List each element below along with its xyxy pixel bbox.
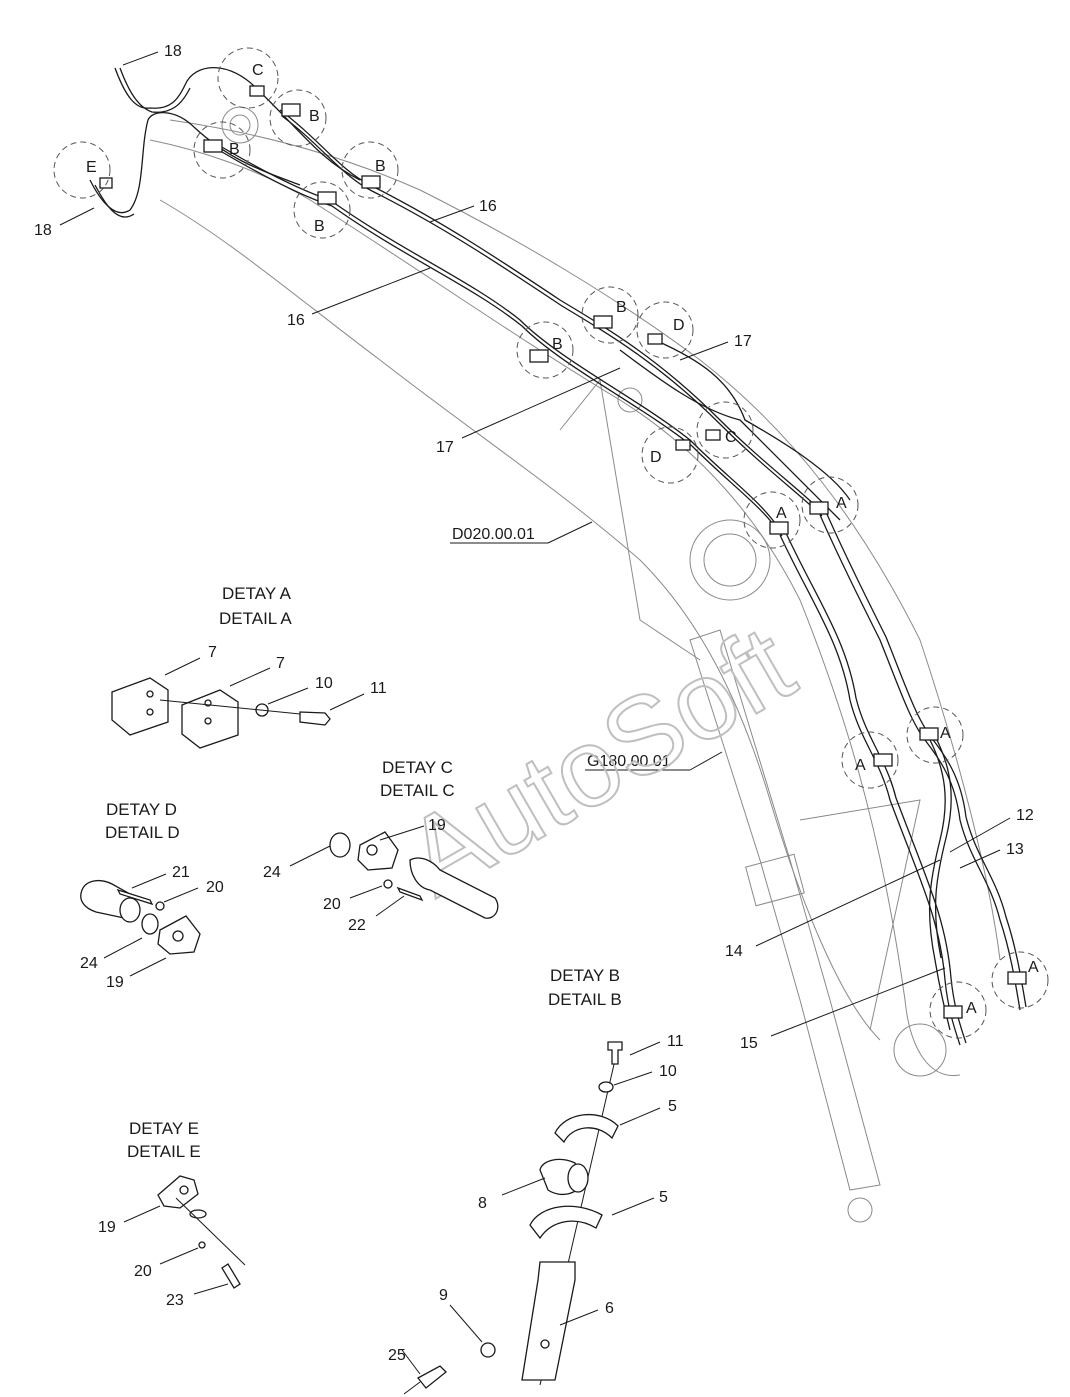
callout-23: 23 <box>166 1292 184 1309</box>
detail-marker-b: B <box>552 336 563 353</box>
callout-19: 19 <box>106 974 124 991</box>
callout-20: 20 <box>134 1263 152 1280</box>
main-callouts: 18 18 16 16 17 17 D020.00.01 G180.00.01 … <box>34 43 1034 1052</box>
detail-marker-c: C <box>252 62 264 79</box>
callout-9: 9 <box>439 1287 448 1304</box>
detail-d: DETAY D DETAIL D 21 20 24 19 <box>80 800 224 991</box>
detail-marker-a: A <box>940 725 951 742</box>
callout-15: 15 <box>740 1035 758 1052</box>
detail-marker-a: A <box>966 1000 977 1017</box>
cylinder-reference: G180.00.01 <box>587 753 671 770</box>
callout-25: 25 <box>388 1347 406 1364</box>
callout-21: 21 <box>172 864 190 881</box>
callout-19: 19 <box>428 817 446 834</box>
callout-6: 6 <box>605 1300 614 1317</box>
callout-7: 7 <box>276 655 285 672</box>
callout-16: 16 <box>287 312 305 329</box>
detail-marker-b: B <box>375 158 386 175</box>
detail-d-title-tr: DETAY D <box>106 800 177 819</box>
callout-24: 24 <box>263 864 281 881</box>
callout-20: 20 <box>323 896 341 913</box>
callout-5: 5 <box>659 1189 668 1206</box>
callout-24: 24 <box>80 955 98 972</box>
callout-22: 22 <box>348 917 366 934</box>
callout-17: 17 <box>734 333 752 350</box>
detail-marker-a: A <box>855 757 866 774</box>
detail-c-title-en: DETAIL C <box>380 781 455 800</box>
detail-a-title-tr: DETAY A <box>222 584 292 603</box>
callout-11: 11 <box>370 680 387 697</box>
detail-c: DETAY C DETAIL C 19 24 20 22 <box>263 758 499 934</box>
callout-18: 18 <box>34 222 52 239</box>
callout-11: 11 <box>667 1033 684 1050</box>
callout-7: 7 <box>208 644 217 661</box>
callout-5: 5 <box>668 1098 677 1115</box>
detail-b-title-en: DETAIL B <box>548 990 622 1009</box>
detail-e: DETAY E DETAIL E 19 20 23 <box>98 1119 246 1309</box>
detail-marker-c: C <box>725 429 737 446</box>
detail-marker-b: B <box>314 218 325 235</box>
detail-e-title-tr: DETAY E <box>129 1119 199 1138</box>
callout-16: 16 <box>479 198 497 215</box>
callout-14: 14 <box>725 943 743 960</box>
callout-19: 19 <box>98 1219 116 1236</box>
detail-marker-d: D <box>650 449 662 466</box>
hydraulic-pipes <box>89 67 1027 1046</box>
detail-a-title-en: DETAIL A <box>219 609 292 628</box>
detail-marker-b: B <box>616 299 627 316</box>
boom-reference: D020.00.01 <box>452 526 535 543</box>
detail-d-title-en: DETAIL D <box>105 823 180 842</box>
detail-marker-e: E <box>86 159 97 176</box>
callout-18: 18 <box>164 43 182 60</box>
callout-8: 8 <box>478 1195 487 1212</box>
detail-e-title-en: DETAIL E <box>127 1142 201 1161</box>
callout-12: 12 <box>1016 807 1034 824</box>
callout-17: 17 <box>436 439 454 456</box>
detail-a: DETAY A DETAIL A 7 7 10 11 <box>111 584 387 749</box>
detail-markers: C B B E B B B D B D C A A A A A A <box>53 47 1049 1039</box>
detail-c-title-tr: DETAY C <box>382 758 453 777</box>
detail-b-title-tr: DETAY B <box>550 966 620 985</box>
detail-marker-b: B <box>309 108 320 125</box>
detail-marker-a: A <box>836 495 847 512</box>
callout-13: 13 <box>1006 841 1024 858</box>
pipe-clamps <box>99 85 1027 1019</box>
detail-marker-a: A <box>776 505 787 522</box>
detail-marker-b: B <box>229 141 240 158</box>
callout-10: 10 <box>315 675 333 692</box>
detail-marker-a: A <box>1028 959 1039 976</box>
detail-b: DETAY B DETAIL B 11 10 5 8 5 6 9 25 <box>388 966 684 1395</box>
callout-10: 10 <box>659 1063 677 1080</box>
boom-structure <box>149 106 1001 1223</box>
callout-20: 20 <box>206 879 224 896</box>
detail-marker-d: D <box>673 317 685 334</box>
